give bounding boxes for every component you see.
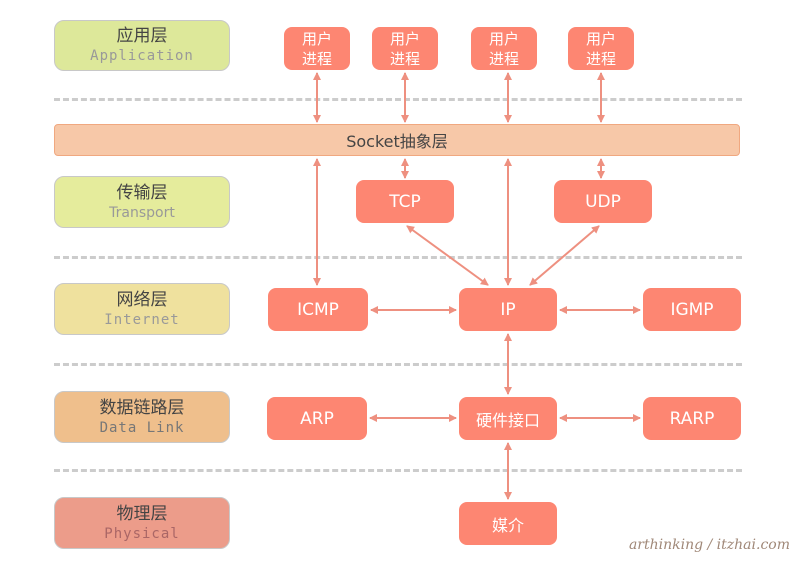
- node-rarp: RARP: [643, 397, 741, 440]
- layer-divider: [54, 363, 742, 366]
- layer-name-en: Transport: [109, 204, 175, 221]
- label: 进程: [301, 49, 332, 68]
- layer-divider: [54, 469, 742, 472]
- layer-divider: [54, 98, 742, 101]
- label: 用户: [301, 29, 332, 48]
- label: 用户: [488, 29, 519, 48]
- layer-name: 网络层: [116, 289, 168, 310]
- layer-name-en: Application: [90, 48, 194, 64]
- label: 进程: [488, 49, 519, 68]
- node-arp: ARP: [267, 397, 367, 440]
- node-udp: UDP: [554, 180, 652, 223]
- layer-name-en: Physical: [104, 525, 180, 542]
- layer-name: 传输层: [116, 182, 168, 203]
- node-icmp: ICMP: [268, 288, 368, 331]
- layer-name-en: Internet: [104, 311, 180, 328]
- node-igmp: IGMP: [643, 288, 741, 331]
- label: 进程: [585, 49, 616, 68]
- layer-application: 应用层 Application: [54, 20, 230, 71]
- watermark: arthinking / itzhai.com: [628, 537, 790, 553]
- layer-name-en: Data Link: [99, 419, 185, 436]
- node-tcp: TCP: [356, 180, 454, 223]
- user-process-2: 用户进程: [372, 27, 438, 70]
- label: 进程: [389, 49, 420, 68]
- layer-name: 物理层: [116, 503, 168, 524]
- user-process-1: 用户进程: [284, 27, 350, 70]
- node-hardware-interface: 硬件接口: [459, 397, 557, 440]
- arrow: [406, 225, 489, 286]
- layer-divider: [54, 256, 742, 259]
- socket-layer: Socket抽象层: [54, 124, 740, 156]
- arrow: [529, 225, 600, 286]
- label: 用户: [389, 29, 420, 48]
- user-process-4: 用户进程: [568, 27, 634, 70]
- node-ip: IP: [459, 288, 557, 331]
- layer-name: 数据链路层: [99, 397, 185, 418]
- layer-name: 应用层: [116, 26, 168, 46]
- node-media: 媒介: [459, 502, 557, 545]
- user-process-3: 用户进程: [471, 27, 537, 70]
- label: 用户: [585, 29, 616, 48]
